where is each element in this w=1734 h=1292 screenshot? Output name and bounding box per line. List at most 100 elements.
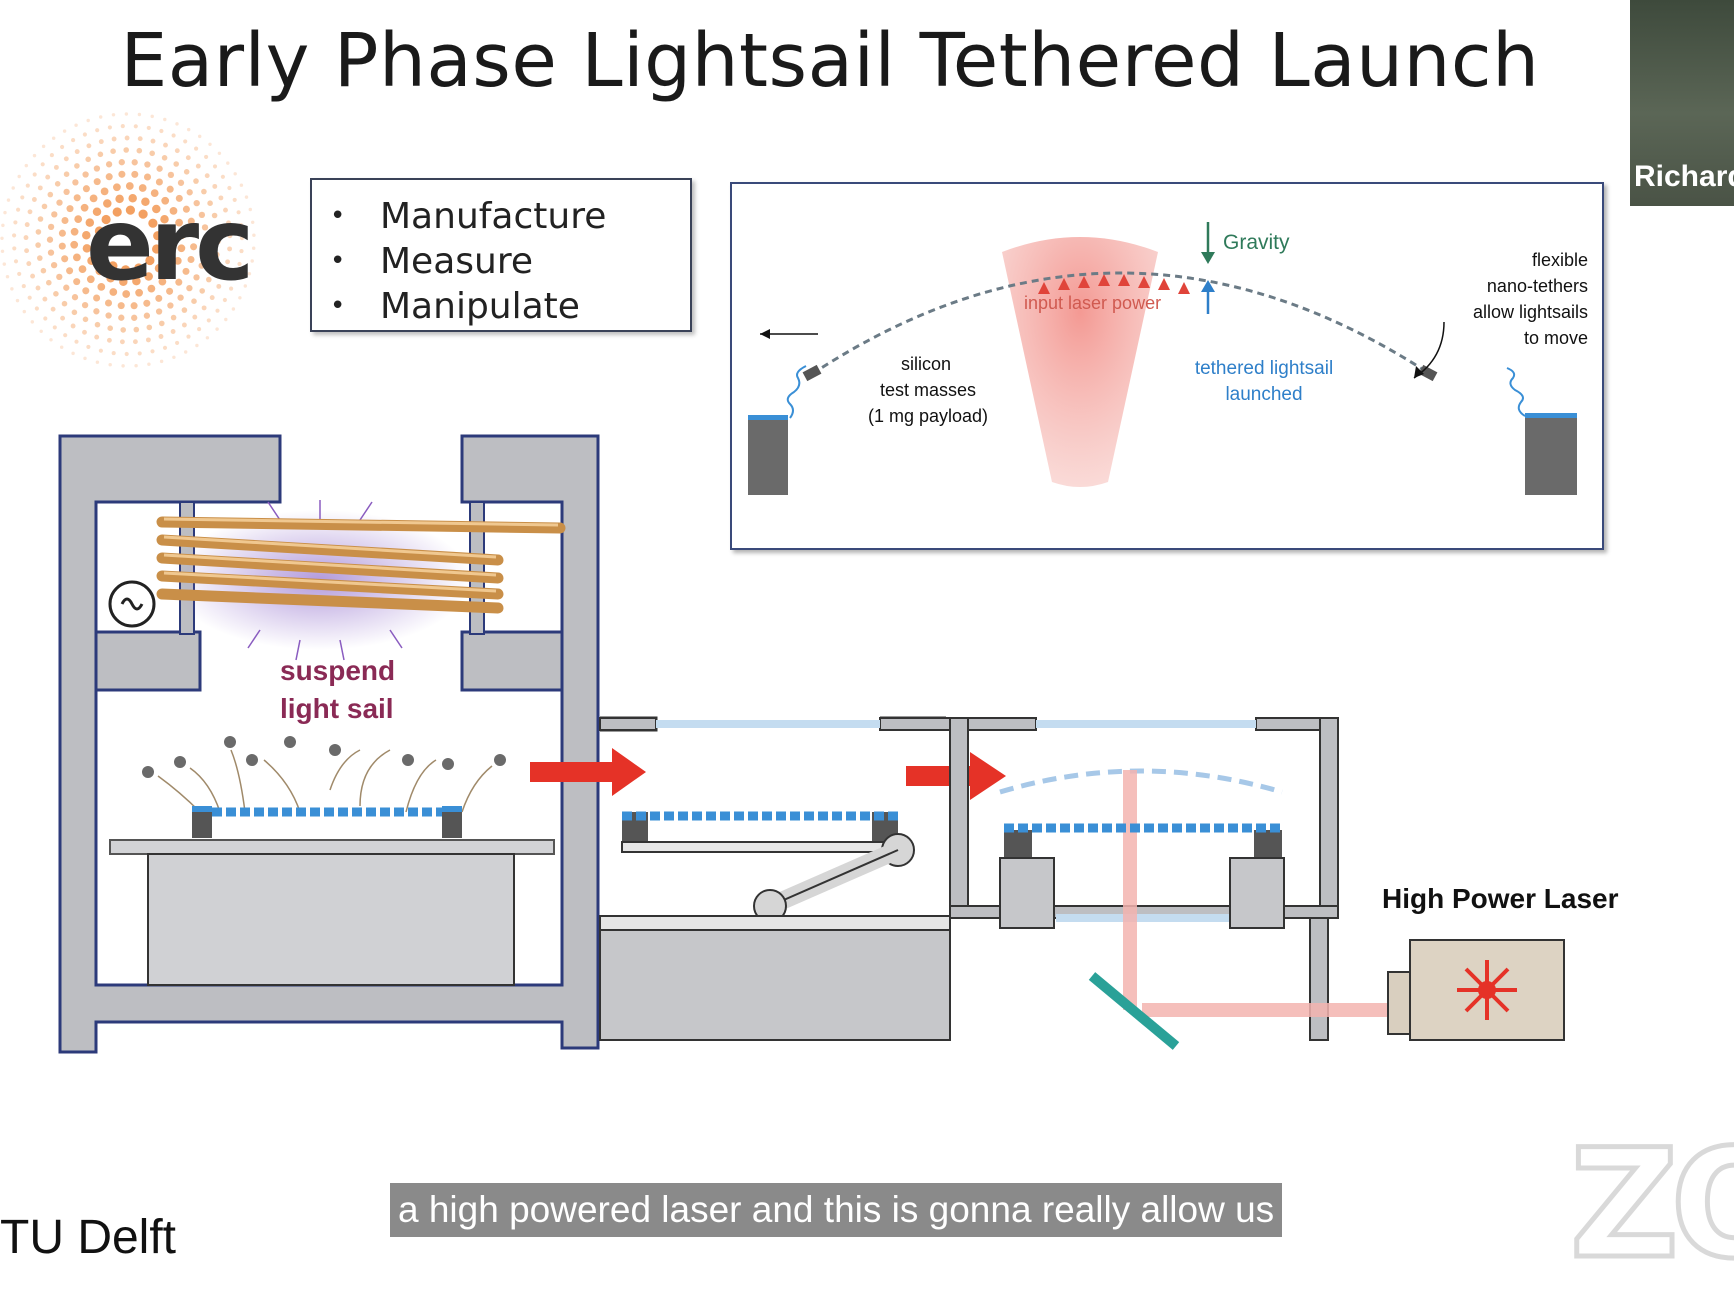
erc-dot xyxy=(43,316,48,321)
erc-dot xyxy=(185,155,191,161)
erc-dot xyxy=(111,136,117,142)
erc-dot xyxy=(95,128,100,133)
erc-dot xyxy=(143,299,151,307)
erc-dot xyxy=(22,309,27,314)
erc-dot xyxy=(207,200,213,206)
participant-video-tile[interactable] xyxy=(1630,0,1734,206)
erc-dot xyxy=(0,249,5,254)
erc-dot xyxy=(211,212,218,219)
erc-dot xyxy=(192,314,198,320)
erc-dot xyxy=(111,113,116,117)
erc-dot xyxy=(210,264,217,271)
masses-label-line2: test masses xyxy=(880,380,976,400)
erc-dot xyxy=(93,178,101,186)
laser-power-label: input laser power xyxy=(1024,293,1161,313)
erc-dot xyxy=(248,207,253,212)
erc-dot xyxy=(51,211,58,218)
erc-dot xyxy=(169,207,178,215)
erc-dot xyxy=(141,197,150,207)
erc-dot xyxy=(16,207,21,212)
erc-dot xyxy=(94,226,104,236)
erc-dot xyxy=(74,339,79,344)
erc-dot xyxy=(239,249,244,254)
bullet-manipulate: Manipulate xyxy=(330,284,690,329)
erc-dot xyxy=(124,351,129,357)
erc-dot xyxy=(78,265,87,273)
erc-dot xyxy=(74,163,80,169)
erc-dot xyxy=(82,316,89,323)
erc-dot xyxy=(145,255,155,266)
erc-dot xyxy=(177,179,185,186)
erc-dot xyxy=(165,240,174,249)
erc-dot xyxy=(72,179,79,186)
left-tether xyxy=(786,365,807,419)
erc-dot xyxy=(52,325,57,330)
erc-dot xyxy=(26,261,32,267)
erc-dot xyxy=(132,276,141,286)
erc-dot xyxy=(166,287,174,295)
erc-dot xyxy=(47,249,55,256)
erc-dot xyxy=(71,138,76,143)
erc-dot xyxy=(167,302,174,309)
erc-dot xyxy=(208,142,212,147)
erc-dot xyxy=(201,224,209,231)
erc-dot xyxy=(117,302,125,310)
erc-dot xyxy=(27,209,33,215)
erc-dot xyxy=(42,296,48,302)
erc-dot xyxy=(201,305,207,311)
erc-dot xyxy=(30,273,36,279)
erc-dot xyxy=(107,325,113,331)
erc-dot xyxy=(159,128,164,134)
erc-dot xyxy=(144,272,153,281)
erc-dot xyxy=(47,223,55,231)
erc-dot xyxy=(82,329,87,335)
erc-dot xyxy=(98,139,104,145)
erc-dot xyxy=(61,255,69,263)
erc-dot xyxy=(63,156,69,162)
erc-dot xyxy=(35,242,41,248)
erc-dot xyxy=(131,159,138,166)
erc-dot xyxy=(73,194,81,202)
erc-dot xyxy=(182,205,190,213)
erc-dot xyxy=(98,115,103,119)
tethers-label-line4: to move xyxy=(1524,328,1588,348)
erc-dot xyxy=(70,240,79,249)
erc-dot xyxy=(186,284,193,292)
erc-dot xyxy=(35,229,42,235)
erc-dot xyxy=(206,276,212,283)
erc-dot xyxy=(187,217,195,225)
erc-dot xyxy=(86,118,90,123)
erc-dot xyxy=(71,309,78,316)
erc-dot xyxy=(227,246,233,252)
erc-dot xyxy=(173,161,179,167)
erc-dot xyxy=(120,124,125,129)
erc-dot xyxy=(206,318,211,323)
erc-dot xyxy=(227,185,232,191)
erc-dot xyxy=(37,216,44,222)
erc-dot xyxy=(73,278,81,286)
erc-dot xyxy=(56,273,63,281)
erc-dot xyxy=(113,183,121,192)
erc-dot xyxy=(137,136,143,142)
erc-dot xyxy=(183,139,188,144)
erc-dot xyxy=(170,329,176,334)
erc-dot xyxy=(155,178,163,186)
erc-dot xyxy=(201,188,207,195)
erc-dot xyxy=(51,136,56,140)
erc-dot xyxy=(225,259,231,265)
lightsail-arc xyxy=(811,271,1431,376)
ejected-particles xyxy=(142,736,506,778)
erc-dot xyxy=(135,288,143,297)
erc-dot xyxy=(70,227,79,236)
tethers-label-line2: nano-tethers xyxy=(1487,276,1588,296)
erc-dot xyxy=(231,307,236,311)
field-lines xyxy=(247,500,403,661)
right-tether xyxy=(1506,367,1526,417)
erc-dot xyxy=(164,227,174,236)
erc-dot xyxy=(32,172,37,177)
tethers-label-line3: allow lightsails xyxy=(1473,302,1588,322)
erc-dot xyxy=(215,238,221,245)
erc-dot xyxy=(93,165,101,172)
erc-dot xyxy=(12,246,17,251)
erc-dot xyxy=(98,252,108,262)
